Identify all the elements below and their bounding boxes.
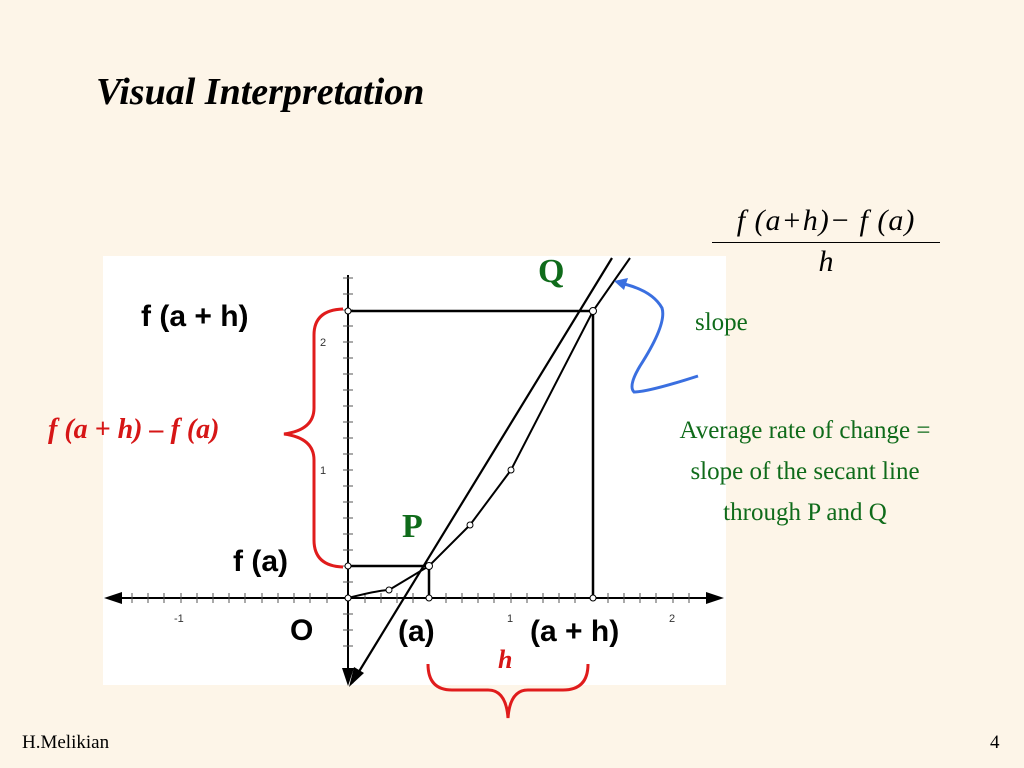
label-origin: O: [290, 614, 313, 647]
formula-numerator: f (a+h)− f (a): [736, 204, 916, 237]
slide-title: Visual Interpretation: [96, 71, 425, 113]
difference-brace: [283, 307, 344, 569]
page-number: 4: [990, 732, 1000, 753]
y-tick-label-2: 2: [320, 337, 326, 349]
function-curve: [347, 257, 631, 599]
slope-label: slope: [695, 309, 748, 336]
label-a-plus-h: (a + h): [530, 615, 619, 648]
x-tick-label-2: 2: [669, 613, 675, 625]
formula-denominator: h: [818, 245, 834, 278]
label-a: (a): [398, 615, 435, 648]
label-f-a: f (a): [233, 545, 288, 578]
curve-points: [344, 307, 597, 602]
graph-panel: [103, 256, 726, 685]
label-f-a-plus-h: f (a + h): [141, 300, 249, 333]
x-tick-marks: [131, 593, 690, 603]
h-label: h: [498, 645, 513, 674]
slope-pointer-arrowhead: [614, 278, 628, 290]
difference-label: f (a + h) – f (a): [48, 414, 220, 445]
y-tick-label-1: 1: [320, 465, 326, 477]
secant-line: [351, 257, 613, 684]
h-brace: [426, 663, 590, 719]
y-axis-down-arrow: [342, 668, 354, 686]
point-q-label: Q: [538, 253, 564, 290]
secant-arrow: [349, 667, 364, 687]
x-axis-right-arrow: [706, 592, 724, 604]
x-tick-label-1: 1: [507, 613, 513, 625]
fraction-bar: [712, 242, 940, 243]
slope-pointer-arrow: [619, 281, 699, 394]
x-tick-label-neg1: -1: [174, 613, 184, 625]
average-rate-text: Average rate of change = slope of the se…: [679, 417, 931, 526]
x-axis-left-arrow: [104, 592, 122, 604]
slope-formula: f (a+h)− f (a) h: [712, 204, 940, 279]
point-p-label: P: [402, 508, 423, 545]
footer-author: H.Melikian: [22, 732, 110, 753]
